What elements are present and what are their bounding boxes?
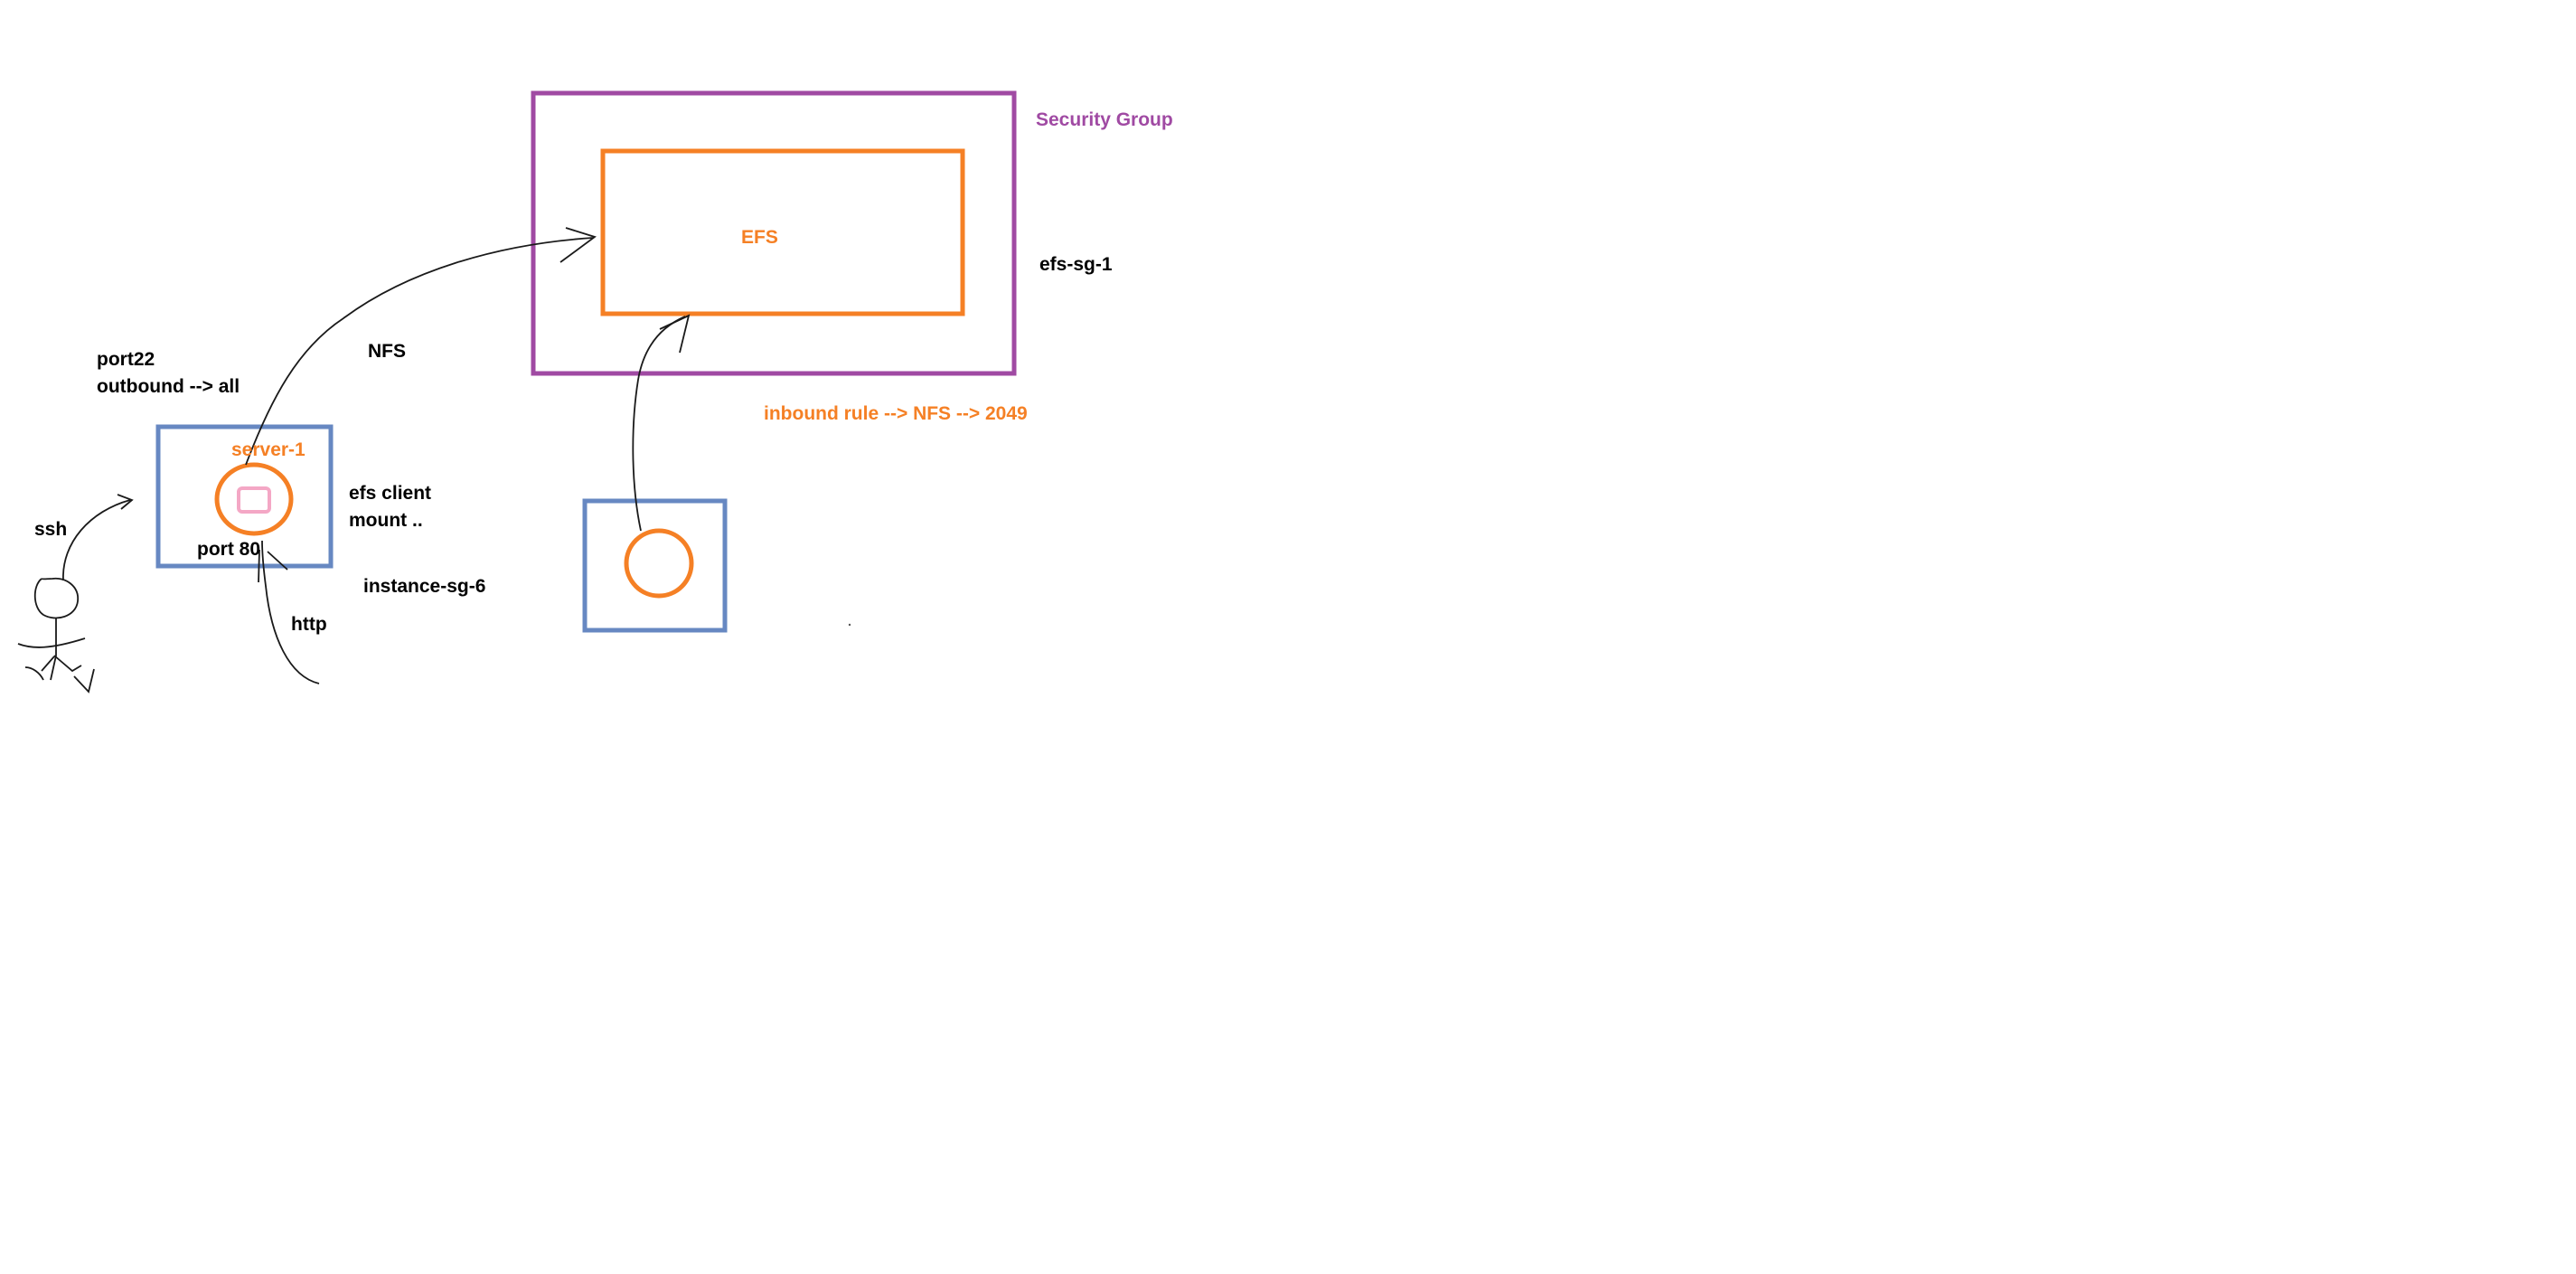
inbound-rule-label: inbound rule --> NFS --> 2049 <box>764 403 1028 424</box>
efs-sg-label: efs-sg-1 <box>1039 254 1113 275</box>
stray-dot <box>848 623 851 627</box>
efs-client-icon <box>237 486 271 514</box>
second-instance-circle <box>624 528 694 599</box>
port22-label: port22 <box>97 349 155 370</box>
server-1-circle <box>214 462 294 536</box>
http-arrow-tick <box>258 549 288 583</box>
outbound-rule-label: outbound --> all <box>97 376 240 397</box>
port-80-label: port 80 <box>197 539 261 560</box>
efs-label: EFS <box>741 227 778 248</box>
ssh-arrow <box>62 499 131 581</box>
ssh-label: ssh <box>34 519 68 540</box>
ssh-arrow-head <box>117 494 134 510</box>
server-1-label: server-1 <box>231 439 306 460</box>
nfs-arrow-head <box>559 227 597 263</box>
efs-box <box>600 148 965 316</box>
security-group-label: Security Group <box>1036 109 1173 130</box>
second-instance-box <box>582 498 728 633</box>
nfs-arrow <box>245 237 594 466</box>
http-label: http <box>291 614 327 635</box>
second-instance-to-efs-arrow <box>632 316 686 532</box>
http-arrow <box>261 540 320 684</box>
instance-sg-label: instance-sg-6 <box>363 576 486 597</box>
server-1-instance-box <box>155 424 334 569</box>
efs-client-label: efs client <box>349 483 432 504</box>
security-group-box <box>531 90 1017 376</box>
nfs-label: NFS <box>368 341 406 362</box>
user-stick-figure <box>17 577 95 694</box>
mount-label: mount .. <box>349 510 423 531</box>
second-instance-to-efs-arrow-head <box>659 314 691 354</box>
